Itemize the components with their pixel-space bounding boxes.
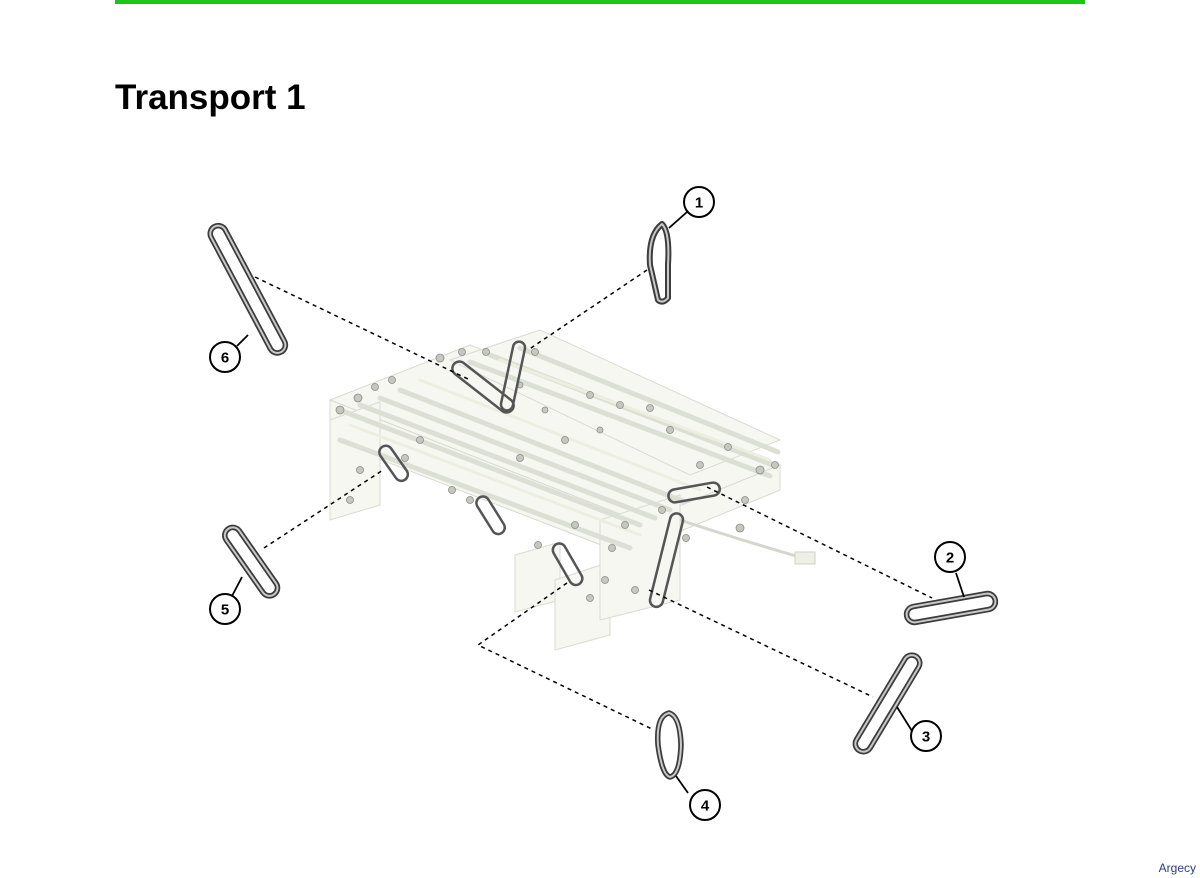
belt-6	[207, 222, 289, 356]
top-accent-rule	[115, 0, 1085, 4]
belt-2	[903, 590, 999, 626]
belt-4	[654, 710, 684, 780]
exploded-belts	[207, 221, 999, 780]
callout-3: 3	[910, 720, 942, 752]
belt-3	[852, 652, 923, 755]
callout-1-label: 1	[695, 195, 703, 212]
callout-2: 2	[934, 541, 966, 573]
belt-5	[222, 524, 281, 599]
callout-5: 5	[209, 593, 241, 625]
callout-5-label: 5	[221, 602, 229, 619]
callout-leaders	[231, 211, 965, 794]
belt-1	[646, 221, 672, 305]
transport-assembly	[328, 329, 816, 651]
leader-lines	[254, 269, 933, 731]
callout-3-label: 3	[922, 729, 930, 746]
callout-1: 1	[683, 186, 715, 218]
callout-2-label: 2	[946, 550, 954, 567]
callout-6: 6	[209, 341, 241, 373]
page-title: Transport 1	[115, 78, 306, 117]
callouts: 1 2 3 4 5 6	[209, 186, 966, 821]
callout-4-label: 4	[701, 798, 710, 815]
callout-4: 4	[689, 789, 721, 821]
watermark: Argecy	[1158, 861, 1196, 875]
callout-6-label: 6	[221, 350, 229, 367]
